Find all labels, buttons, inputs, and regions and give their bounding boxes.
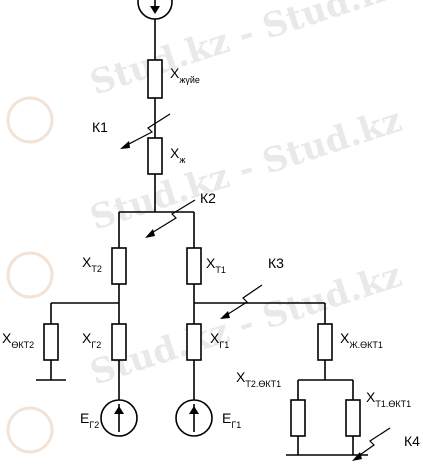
fault-k3-label: К3	[268, 255, 284, 271]
x-line-label: Xж	[170, 145, 185, 165]
x-line-reactance	[147, 137, 163, 175]
watermark-logo-icon	[6, 96, 54, 454]
x-t2-okt1-label: XТ2.ӨКТ1	[236, 369, 281, 389]
x-system-label: Xжүйе	[170, 65, 200, 85]
x-t1-okt1-label: XТ1.ӨКТ1	[366, 389, 411, 409]
x-g2-label: XГ2	[82, 330, 101, 350]
fault-k4-label: К4	[404, 433, 420, 449]
watermark-layer: Stud.kz - Stud.kz Stud.kz - Stud.kz Stud…	[6, 0, 407, 454]
x-line-okt1-reactance	[317, 323, 333, 361]
watermark-2: Stud.kz - Stud.kz	[85, 100, 406, 238]
fault-k2-label: К2	[200, 190, 216, 206]
x-g1-label: XГ1	[210, 330, 229, 350]
short-circuit-arrow-icon-k3	[220, 284, 263, 319]
x-t1-reactance	[186, 247, 202, 285]
x-g1-reactance	[186, 323, 202, 361]
x-okt2-reactance	[43, 323, 59, 361]
watermark-3: Stud.kz - Stud.kz	[85, 255, 406, 393]
x-okt2-label: XӨКТ2	[2, 330, 34, 350]
e-g2-label: EГ2	[80, 410, 99, 430]
short-circuit-arrow-icon-k1	[120, 113, 171, 149]
x-t1-label: XТ1	[206, 255, 226, 275]
x-t2-okt1-reactance	[290, 399, 306, 437]
short-circuit-arrow-icon-k2	[145, 199, 196, 238]
voltage-source-icon-g2	[100, 399, 138, 437]
system-source-icon	[137, 0, 173, 20]
x-line-okt1-label: XЖ.ӨКТ1	[340, 330, 383, 350]
watermark-1: Stud.kz - Stud.kz	[85, 0, 406, 104]
e-g1-label: EГ1	[222, 410, 241, 430]
x-t1-okt1-reactance	[345, 399, 361, 437]
x-t2-reactance	[111, 247, 127, 285]
x-g2-reactance	[111, 323, 127, 361]
x-system-reactance	[147, 59, 163, 99]
fault-k1-label: К1	[92, 119, 108, 135]
voltage-source-icon-g1	[175, 399, 213, 437]
short-circuit-arrow-icon-k4	[352, 427, 391, 461]
x-t2-label: XТ2	[82, 254, 102, 274]
